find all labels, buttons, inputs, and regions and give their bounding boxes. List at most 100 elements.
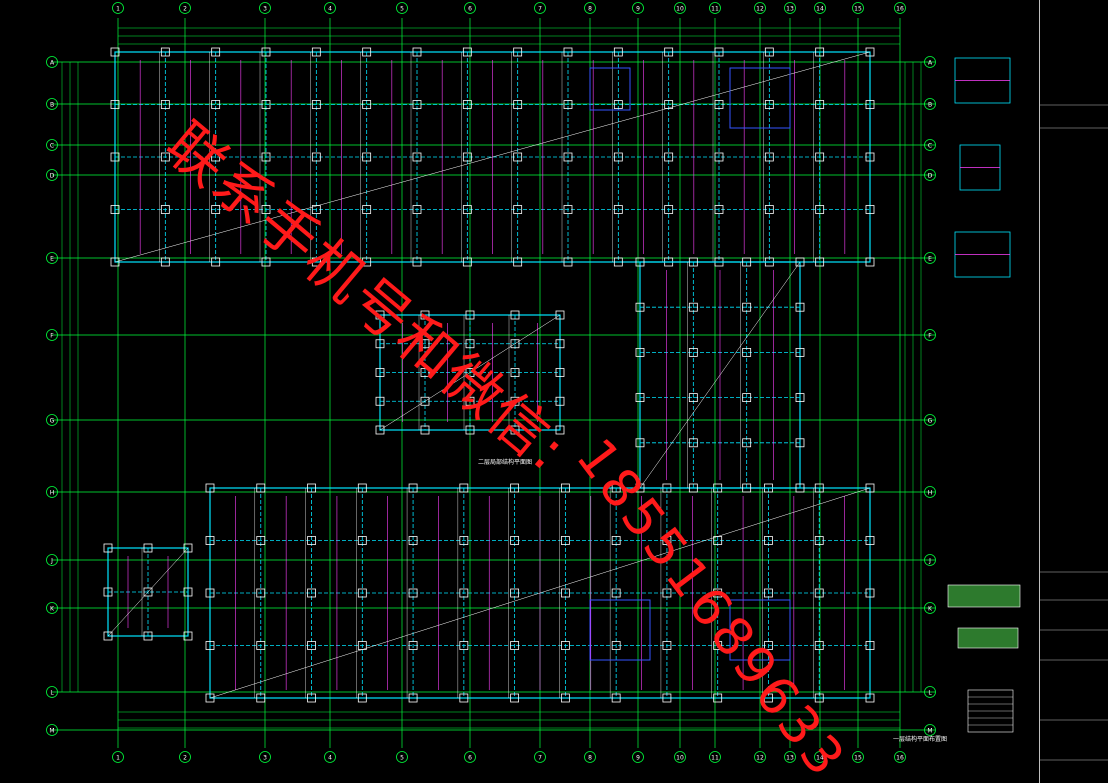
column: [408, 536, 418, 545]
column: [412, 47, 422, 57]
axis-bubble-label: 12: [756, 755, 764, 762]
column: [713, 693, 723, 703]
axis-bubble: [46, 486, 58, 498]
column: [311, 257, 321, 267]
column: [103, 587, 113, 597]
column: [510, 396, 520, 406]
column: [261, 47, 271, 57]
south-wing: [205, 483, 875, 703]
column: [307, 641, 316, 650]
column: [357, 483, 367, 493]
column: [256, 693, 266, 703]
column: [160, 100, 170, 109]
column: [742, 302, 752, 312]
column: [256, 588, 266, 598]
column: [613, 257, 623, 267]
column: [815, 100, 825, 109]
column: [714, 152, 724, 162]
column: [555, 339, 565, 349]
axis-bubble-label: 1: [116, 755, 120, 762]
column: [865, 257, 875, 267]
axis-bubble-label: 5: [400, 6, 404, 13]
column: [110, 47, 120, 57]
column: [662, 693, 672, 703]
axis-bubble-label: C: [50, 143, 54, 150]
column: [420, 310, 430, 320]
column: [563, 205, 573, 214]
column: [764, 693, 773, 703]
axis-bubble: [396, 2, 408, 14]
column: [865, 152, 875, 162]
column: [110, 257, 120, 267]
column: [375, 396, 385, 406]
axis-bubble-label: 11: [711, 6, 719, 13]
column: [764, 100, 774, 109]
column: [865, 536, 875, 545]
column: [613, 152, 623, 162]
column: [865, 483, 875, 493]
column: [160, 257, 170, 267]
axis-bubble-label: M: [49, 728, 54, 735]
column: [311, 152, 321, 162]
axis-bubble-label: 14: [816, 755, 824, 762]
axis-bubble-label: G: [50, 418, 55, 425]
section-detail: [959, 144, 1001, 191]
axis-bubble: [396, 751, 408, 763]
column: [560, 536, 570, 545]
column: [688, 483, 698, 493]
column: [412, 205, 422, 214]
column: [865, 693, 875, 703]
slab-diagonal: [379, 314, 561, 431]
column: [459, 693, 469, 703]
axis-bubble: [112, 751, 124, 763]
column: [513, 152, 523, 162]
column: [664, 152, 674, 162]
axis-bubble-label: F: [928, 333, 932, 340]
column: [465, 339, 475, 349]
column: [611, 693, 621, 703]
axis-bubble-label: 15: [854, 6, 862, 13]
axis-bubble: [784, 2, 796, 14]
axis-bubble-label: M: [927, 728, 932, 735]
column: [211, 205, 221, 214]
axis-bubble: [584, 2, 596, 14]
column: [560, 641, 570, 650]
inset-partial-plan: [375, 310, 565, 435]
axis-bubble: [46, 554, 58, 566]
column: [357, 693, 367, 703]
axis-bubble-label: C: [928, 143, 932, 150]
column: [408, 588, 418, 598]
column: [563, 152, 573, 162]
axis-bubble-label: 6: [468, 755, 472, 762]
column: [362, 257, 372, 267]
column: [513, 100, 523, 109]
axis-bubble-label: 13: [786, 755, 794, 762]
column: [795, 257, 805, 267]
column: [635, 483, 645, 493]
column: [408, 693, 418, 703]
column: [261, 152, 271, 162]
column: [611, 588, 621, 598]
axis-bubbles: 1122334455667788991010111112121313141415…: [46, 2, 936, 763]
column: [412, 100, 422, 109]
axis-bubble: [784, 751, 796, 763]
column: [664, 47, 674, 57]
axis-bubble: [324, 2, 336, 14]
column: [742, 257, 752, 267]
column: [795, 347, 805, 357]
column: [814, 483, 824, 493]
axis-bubble: [814, 751, 826, 763]
stair-outline: [589, 599, 651, 661]
column: [362, 152, 372, 162]
column: [795, 302, 805, 312]
bottom-plan-title: 一层结构平面布置图: [893, 735, 947, 743]
column: [160, 152, 170, 162]
column: [555, 425, 565, 435]
column: [662, 641, 672, 650]
column: [510, 483, 520, 493]
column: [662, 536, 672, 545]
column: [611, 641, 621, 650]
column: [563, 47, 573, 57]
